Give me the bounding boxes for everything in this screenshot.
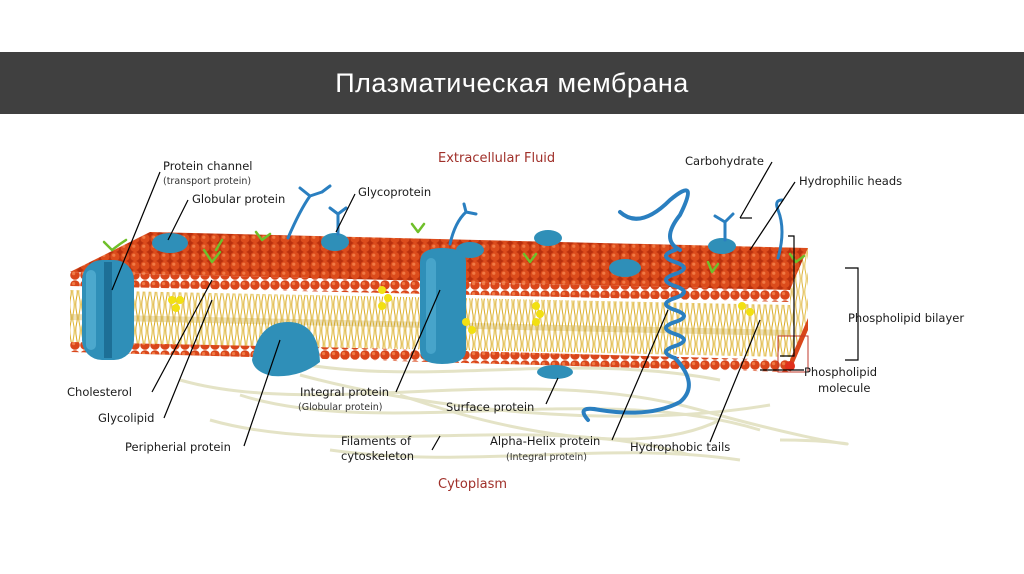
alpha-helix-protein-label: Alpha-Helix protein — [490, 434, 600, 448]
cytoplasm-label: Cytoplasm — [438, 477, 507, 492]
glycolipid-label: Glycolipid — [98, 411, 154, 425]
title-bar: Плазматическая мембрана — [0, 52, 1024, 114]
globular-protein-top — [152, 233, 188, 253]
hydrophobic-tails-label: Hydrophobic tails — [630, 440, 730, 454]
extracellular-fluid-label: Extracellular Fluid — [438, 151, 555, 166]
phospholipid-molecule-label-line2: molecule — [818, 381, 870, 395]
hydrophilic-heads-label: Hydrophilic heads — [799, 174, 902, 188]
carbohydrate-chains — [286, 184, 784, 260]
slide-title: Плазматическая мембрана — [335, 67, 689, 98]
globular-protein-label: Globular protein — [192, 192, 285, 206]
protein-channel — [82, 260, 134, 360]
filaments-label-line2: cytoskeleton — [341, 449, 414, 463]
protein-channel-sublabel: (transport protein) — [163, 176, 251, 187]
leader-lines — [111, 161, 859, 451]
integral-protein-sublabel: (Globular protein) — [298, 402, 382, 413]
alpha-helix-protein-sublabel: (Integral protein) — [506, 452, 587, 463]
protein-channel-label: Protein channel — [163, 159, 252, 173]
peripheral-protein — [252, 322, 320, 377]
carbohydrate-label: Carbohydrate — [685, 154, 764, 168]
integral-protein-label: Integral protein — [300, 385, 389, 399]
glycoprotein-label: Glycoprotein — [358, 185, 431, 199]
surface-protein-label: Surface protein — [446, 400, 534, 414]
alpha-helix-protein — [581, 188, 691, 422]
cholesterol-label: Cholesterol — [67, 385, 132, 399]
phospholipid-molecule-label-line1: Phospholipid — [804, 365, 877, 379]
phospholipid-bilayer-label: Phospholipid bilayer — [848, 311, 964, 325]
peripherial-protein-label: Peripherial protein — [125, 440, 231, 454]
surface-protein — [537, 365, 573, 379]
filaments-label-line1: Filaments of — [341, 434, 412, 448]
glycolipids — [102, 222, 806, 274]
cytoskeleton-filaments — [179, 358, 849, 462]
phospholipid-molecule-highlight — [777, 335, 809, 373]
integral-protein — [420, 248, 466, 364]
cholesterol-molecules — [168, 286, 754, 334]
